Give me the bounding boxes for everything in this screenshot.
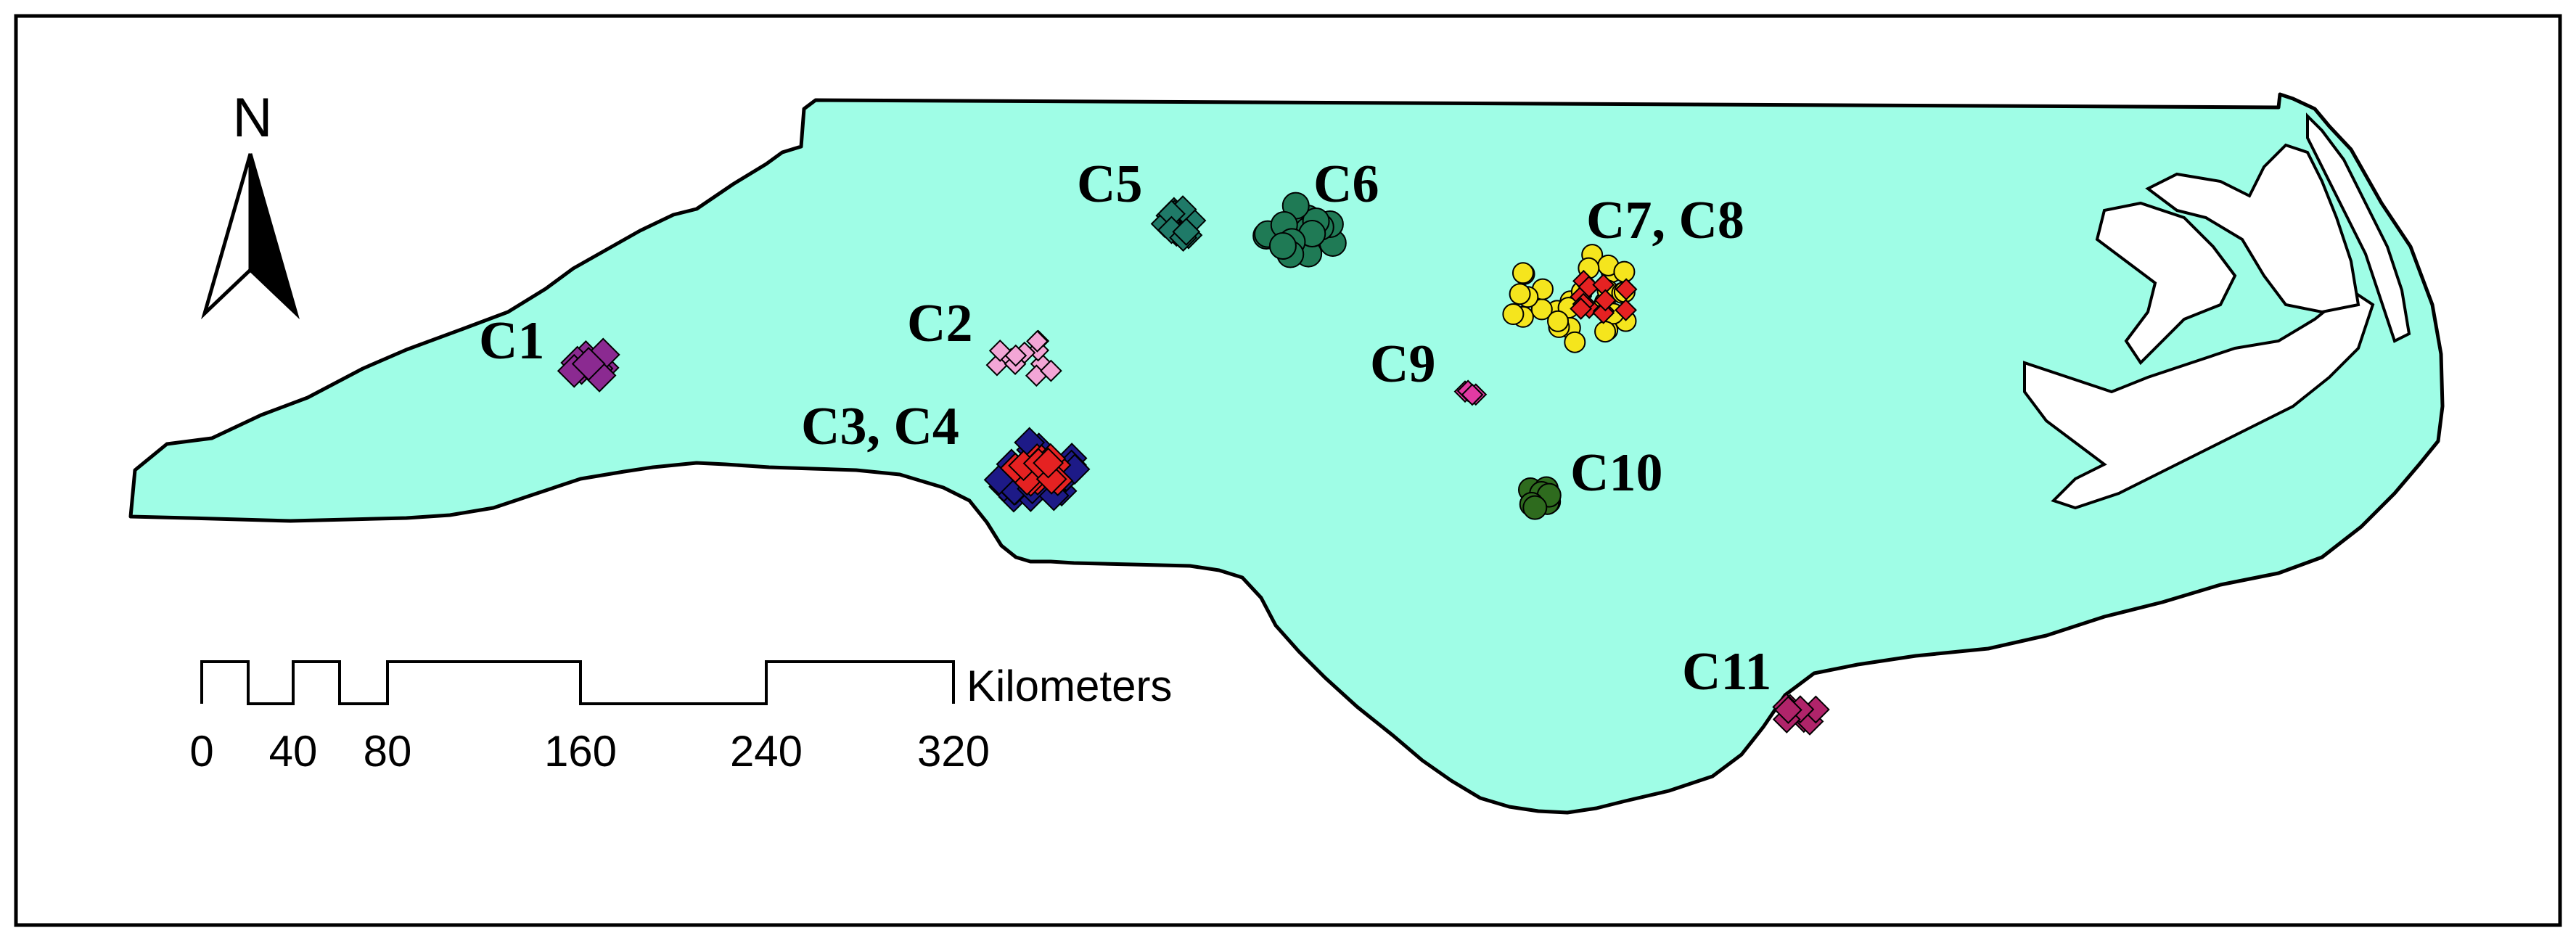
scale-tick-label: 160 xyxy=(544,727,617,776)
site-marker-c7c8 xyxy=(1509,283,1531,305)
site-marker-c11 xyxy=(1773,696,1802,724)
scale-bar-labels: Kilometers 0 40 80 160 240 320 xyxy=(189,662,1172,776)
site-marker-c7c8-secondary xyxy=(1593,289,1617,312)
site-marker-c7c8 xyxy=(1613,260,1636,283)
site-marker-c7c8 xyxy=(1594,321,1617,343)
scale-tick-label: 0 xyxy=(189,727,213,776)
cluster-points xyxy=(557,192,1830,736)
cluster-label-c3-c4: C3, C4 xyxy=(801,397,959,456)
scale-unit: Kilometers xyxy=(967,662,1172,710)
cluster-label-c6: C6 xyxy=(1313,155,1379,214)
site-marker-c7c8 xyxy=(1564,331,1586,353)
cluster-label-c10: C10 xyxy=(1570,443,1662,503)
scale-bar xyxy=(200,660,955,705)
scale-tick-label: 40 xyxy=(269,727,318,776)
cluster-label-c9: C9 xyxy=(1370,334,1435,394)
cluster-label-c11: C11 xyxy=(1682,642,1771,702)
cluster-label-c2: C2 xyxy=(907,294,972,353)
coastal-sounds xyxy=(2023,112,2411,510)
scale-tick-label: 80 xyxy=(364,727,412,776)
north-arrow: N xyxy=(201,87,300,320)
site-marker-c1 xyxy=(571,347,606,381)
site-marker-c7c8 xyxy=(1546,310,1569,332)
site-marker-c10 xyxy=(1522,495,1548,520)
site-marker-c9 xyxy=(1461,383,1484,406)
site-marker-c5 xyxy=(1172,218,1201,246)
scale-tick-label: 240 xyxy=(730,727,803,776)
site-marker-c2 xyxy=(1026,329,1049,353)
site-marker-c2 xyxy=(1039,359,1062,382)
site-marker-c7c8 xyxy=(1511,262,1534,284)
cluster-label-c5: C5 xyxy=(1077,155,1142,214)
site-marker-c7c8-secondary xyxy=(1615,278,1638,301)
cluster-label-c1: C1 xyxy=(479,311,544,371)
cluster-label-c7-c8: C7, C8 xyxy=(1586,191,1744,250)
site-marker-c7c8-secondary xyxy=(1570,297,1593,320)
north-label: N xyxy=(233,87,273,149)
state-outline xyxy=(128,92,2445,815)
site-marker-c3c4-secondary xyxy=(1033,447,1065,479)
site-marker-c2 xyxy=(1004,344,1027,367)
site-marker-c6 xyxy=(1268,232,1297,260)
cluster-labels: C1 C2 C3, C4 C5 C6 C7, C8 C9 C10 C11 xyxy=(479,155,1771,702)
scale-tick-label: 320 xyxy=(917,727,990,776)
site-marker-c7c8-secondary xyxy=(1615,298,1637,321)
site-marker-c7c8 xyxy=(1502,303,1525,326)
